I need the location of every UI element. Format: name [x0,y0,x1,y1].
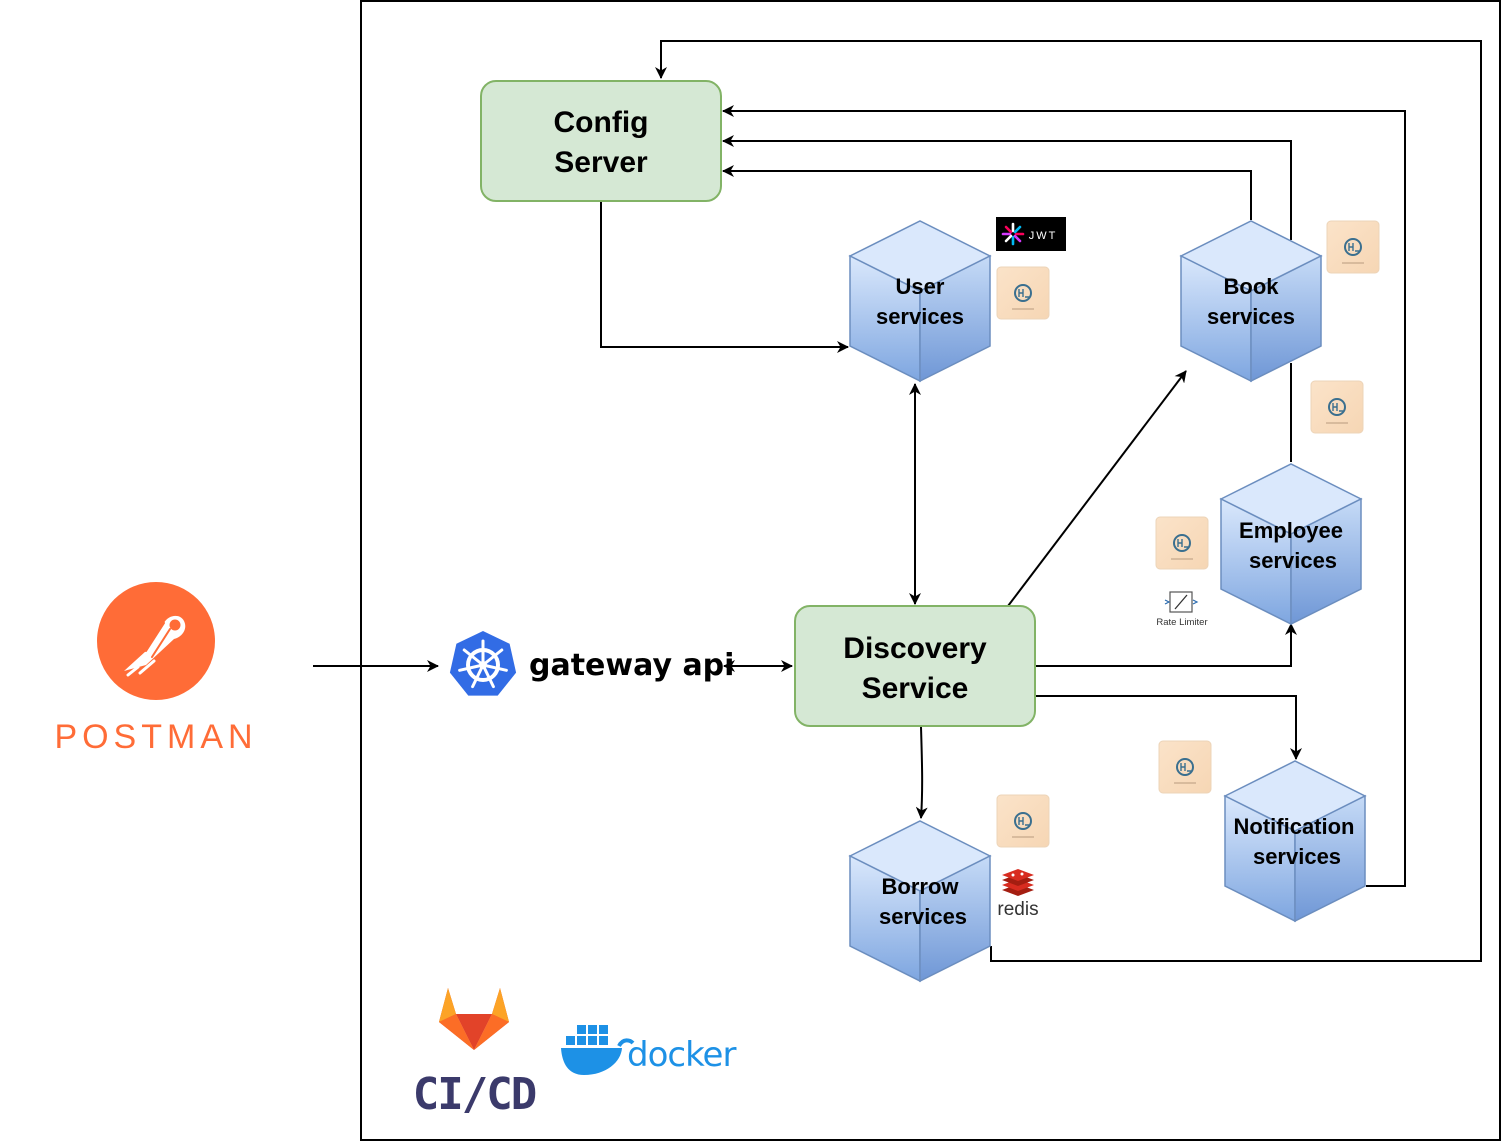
system-boundary [360,0,1501,1141]
user-services-node[interactable]: User services [849,220,991,382]
discovery-service-label-2: Service [862,672,969,705]
h2-database-icon [1158,740,1212,794]
gateway-api-node[interactable]: gateway api [449,631,735,696]
employee-services-label-2: services [1249,548,1337,573]
config-server-label-2: Server [554,146,648,179]
h2-database-icon [1155,516,1209,570]
gateway-api-label: gateway api [529,648,734,683]
book-services-label-1: Book [1224,274,1280,299]
edge-discovery-book [1007,370,1187,607]
redis-label: redis [997,899,1038,920]
config-server-label-1: Config [554,106,649,139]
postman-client: POSTMAN [54,582,257,756]
borrow-services-label-1: Borrow [882,874,960,899]
docker-whale-icon [561,1025,635,1075]
config-server-node[interactable]: Config Server [480,80,722,202]
employee-services-label-1: Employee [1239,518,1343,543]
user-services-label-2: services [876,304,964,329]
cicd-label: CI/CD [413,1069,536,1120]
borrow-services-label-2: services [879,904,967,929]
borrow-services-node[interactable]: Borrow services [849,820,991,982]
docker-logo: docker [561,1025,737,1075]
book-services-node[interactable]: Book services [1180,220,1322,382]
jwt-icon: JWT [996,217,1066,251]
edge-config-user [600,201,849,353]
notification-services-node[interactable]: Notification services [1224,760,1366,922]
h2-database-icon [996,266,1050,320]
discovery-service-node[interactable]: Discovery Service [794,605,1036,727]
edge-borrow-config [655,40,1482,962]
notification-services-label-1: Notification [1234,814,1355,839]
rate-limiter-label: Rate Limiter [1156,617,1207,628]
edge-discovery-notification [1035,695,1302,760]
edge-discovery-borrow [915,726,928,819]
edge-discovery-employee [1035,623,1297,667]
employee-services-node[interactable]: Employee services [1220,463,1362,625]
postman-label: POSTMAN [54,718,257,756]
rate-limiter-icon: Rate Limiter [1156,591,1208,628]
book-services-label-2: services [1207,304,1295,329]
redis-icon: redis [997,869,1039,920]
docker-label: docker [627,1035,736,1075]
kubernetes-icon [449,631,517,696]
edge-book-config [722,165,1252,220]
gitlab-cicd: CI/CD [413,988,538,1120]
edge-notification-config [722,105,1406,887]
h2-database-icon [1310,380,1364,434]
edge-employee-config [723,141,1292,462]
gitlab-icon [439,988,509,1050]
connectors [313,40,1482,962]
h2-database-icon [1326,220,1380,274]
user-services-label-1: User [896,274,945,299]
jwt-label: JWT [1029,230,1058,242]
h2-database-icon [996,794,1050,848]
discovery-service-label-1: Discovery [843,632,987,665]
notification-services-label-2: services [1253,844,1341,869]
